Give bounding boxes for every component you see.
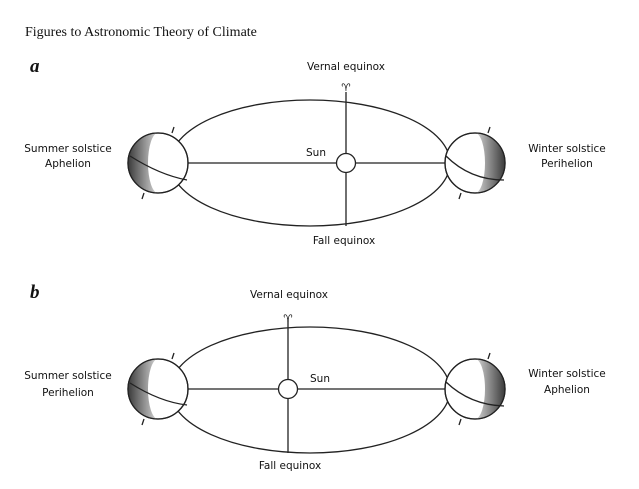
- panel-label: a: [30, 56, 40, 77]
- panel-b: b ♈ Vernal equinox Fall equinox Sun Summ…: [24, 282, 605, 472]
- left-position-label: Summer solstice: [24, 370, 111, 382]
- left-orbit-label: Perihelion: [42, 387, 94, 399]
- sun: [277, 378, 299, 400]
- aries-icon: ♈: [283, 313, 292, 325]
- right-position-label: Winter solstice: [528, 143, 606, 155]
- left-position-label: Summer solstice: [24, 143, 111, 155]
- right-position-label: Winter solstice: [528, 368, 606, 380]
- sun: [335, 152, 357, 174]
- orbit-ellipse: [169, 326, 451, 454]
- right-orbit-label: Aphelion: [544, 384, 590, 396]
- earth-right: [444, 126, 506, 200]
- panel-label: b: [30, 282, 40, 303]
- vernal-equinox-label: Vernal equinox: [250, 289, 328, 301]
- aries-icon: ♈: [341, 82, 350, 94]
- sun-label: Sun: [306, 147, 326, 159]
- right-orbit-label: Perihelion: [541, 158, 593, 170]
- vernal-equinox-label: Vernal equinox: [307, 61, 385, 73]
- earth-left: [127, 352, 189, 426]
- panel-a: a ♈ Vernal equinox Fall equinox Sun Summ…: [24, 56, 605, 247]
- earth-right: [444, 352, 506, 426]
- left-orbit-label: Aphelion: [45, 158, 91, 170]
- fall-equinox-label: Fall equinox: [259, 460, 321, 472]
- sun-label: Sun: [310, 373, 330, 385]
- earth-left: [127, 126, 189, 200]
- fall-equinox-label: Fall equinox: [313, 235, 375, 247]
- figure-title: Figures to Astronomic Theory of Climate: [25, 25, 257, 40]
